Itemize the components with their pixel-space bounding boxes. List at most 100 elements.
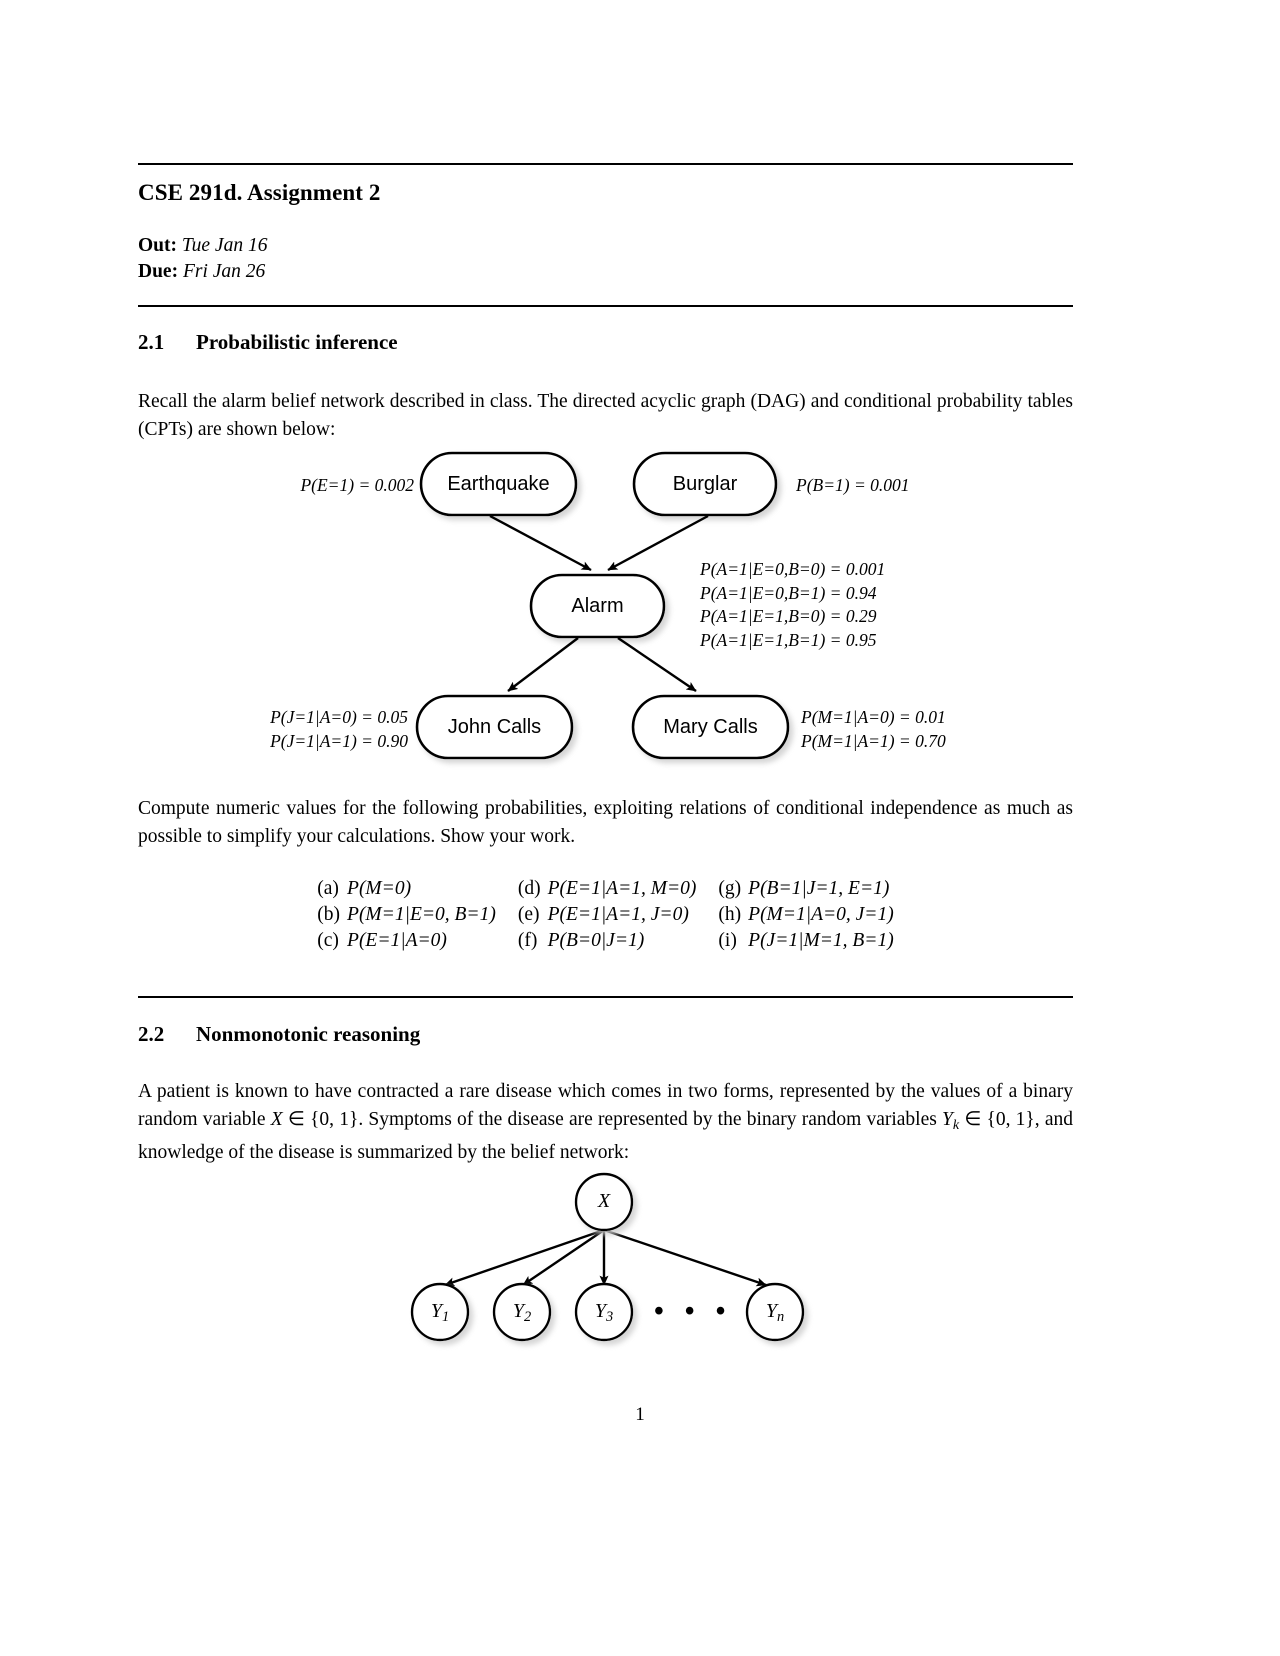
horizontal-rule-second [138,305,1073,307]
problem-tag-g: (g) [718,878,742,899]
table-row: (a) P(M=0) (d) P(E=1|A=1, M=0) (g) P(B=1… [317,876,893,902]
edge-x-yn [603,1228,767,1287]
alarm-belief-network-diagram: Earthquake Burglar Alarm John Calls Mary… [138,448,1073,778]
node-label-alarm: Alarm [571,595,624,617]
column-gap [496,876,518,902]
edge-x-y2 [522,1229,605,1286]
cpt-alarm-line-4: P(A=1|E=1,B=1) = 0.95 [700,629,877,650]
problem-tag-b: (b) [317,904,341,925]
due-label: Due: [138,261,179,282]
cpt-burglar-line-1: P(B=1) = 0.001 [796,475,910,495]
problem-expr-g: P(B=1|J=1, E=1) [748,878,890,899]
column-gap [496,928,518,954]
yn-base: Y [765,1300,777,1322]
problem-tag-c: (c) [317,930,339,951]
ellipsis-dots: • • • [654,1296,733,1327]
problem-expr-f: P(B=0|J=1) [547,930,645,951]
node-y3 [574,1282,634,1342]
compute-instructions-paragraph: Compute numeric values for the following… [138,798,1073,847]
out-date: Tue Jan 16 [181,235,268,256]
node-label-john-calls: John Calls [447,716,542,738]
inline-var-x: X [270,1109,283,1130]
column-gap [696,928,718,954]
horizontal-rule-third [138,996,1073,998]
node-yn [745,1282,805,1342]
node-label-mary-calls: Mary Calls [663,716,758,738]
edge-alarm-mary [617,637,697,692]
section-22-intro-paragraph: A patient is known to have contracted a … [138,1078,1073,1167]
cpt-alarm-line-2: P(A=1|E=0,B=1) = 0.94 [700,582,877,603]
table-row: (b) P(M=1|E=0, B=1) (e) P(E=1|A=1, J=0) … [317,902,893,928]
problem-table: (a) P(M=0) (d) P(E=1|A=1, M=0) (g) P(B=1… [317,876,893,954]
inline-var-yk-subscript: k [952,1116,960,1133]
y2-base: Y [512,1300,524,1322]
cpt-earthquake-line-1: P(E=1) = 0.002 [300,475,414,495]
problem-expr-h: P(M=1|A=0, J=1) [748,904,894,925]
cpt-burglar: P(B=1) = 0.001 [796,474,910,498]
node-label-earthquake: Earthquake [447,473,550,495]
node-y1 [410,1282,470,1342]
horizontal-rule-top [138,163,1073,165]
cpt-john-line-1: P(J=1|A=0) = 0.05 [270,707,408,727]
y1-subscript: 1 [441,1309,450,1326]
due-date: Fri Jan 26 [182,261,266,282]
problem-expr-e: P(E=1|A=1, J=0) [547,904,689,925]
node-y2 [492,1282,552,1342]
problem-tag-i: (i) [718,930,737,951]
column-gap [696,902,718,928]
problem-tag-e: (e) [517,904,540,925]
cpt-mary-line-2: P(M=1|A=1) = 0.70 [801,730,946,751]
node-label-x: X [597,1190,611,1212]
node-label-burglar: Burglar [672,473,738,495]
y3-base: Y [594,1300,606,1322]
inline-var-yk: Y [942,1109,953,1130]
section-title-22: Nonmonotonic reasoning [196,1022,421,1046]
edge-alarm-john [507,637,579,692]
due-date-line: Due: Fri Jan 26 [138,261,265,283]
column-gap [496,902,518,928]
section-title-21: Probabilistic inference [196,330,398,354]
page-title: CSE 291d. Assignment 2 [138,180,381,205]
edge-x-y1 [444,1228,605,1287]
problem-tag-f: (f) [517,930,538,951]
xy-belief-network-diagram: X Y1 Y2 Y3 Yn • • • [138,1160,1073,1360]
y3-subscript: 3 [605,1309,614,1326]
node-earthquake [419,451,578,517]
section-21-intro-paragraph: Recall the alarm belief network describe… [138,391,1073,440]
alarm-network-svg [415,451,790,760]
cpt-alarm-line-3: P(A=1|E=1,B=0) = 0.29 [700,606,877,626]
node-burglar [632,451,778,517]
intro-text-part3: ∈ {0, 1}, and knowledge of the disease i… [138,1109,1073,1163]
intro-text-part2: ∈ {0, 1}. Symptoms of the disease are re… [282,1109,943,1130]
cpt-john-calls: P(J=1|A=0) = 0.05 P(J=1|A=1) = 0.90 [258,706,408,753]
node-label-y1: Y1 [412,1300,468,1326]
problem-tag-a: (a) [317,878,339,899]
problem-list: (a) P(M=0) (d) P(E=1|A=1, M=0) (g) P(B=1… [138,876,1073,954]
section-number-22: 2.2 [138,1022,165,1046]
cpt-mary-line-1: P(M=1|A=0) = 0.01 [801,707,946,727]
node-label-y3: Y3 [576,1300,632,1326]
node-john-calls [415,694,574,760]
node-label-y2: Y2 [494,1300,550,1326]
yn-subscript: n [776,1309,785,1326]
y1-base: Y [430,1300,442,1322]
column-gap [696,876,718,902]
edge-burglar-alarm [607,514,709,572]
problem-expr-a: P(M=0) [347,878,412,899]
node-mary-calls [631,694,790,760]
problem-expr-c: P(E=1|A=0) [347,930,447,951]
node-x [574,1172,634,1232]
cpt-earthquake: P(E=1) = 0.002 [278,474,414,498]
y2-subscript: 2 [523,1309,532,1326]
edge-earthquake-alarm [489,514,592,572]
out-label: Out: [138,235,177,256]
cpt-john-line-2: P(J=1|A=1) = 0.90 [270,730,408,751]
cpt-mary-calls: P(M=1|A=0) = 0.01 P(M=1|A=1) = 0.70 [801,706,946,753]
problem-expr-b: P(M=1|E=0, B=1) [347,904,496,925]
node-label-yn: Yn [747,1300,803,1326]
problem-tag-h: (h) [718,904,742,925]
cpt-alarm: P(A=1|E=0,B=0) = 0.001 P(A=1|E=0,B=1) = … [700,558,885,652]
page-number: 1 [635,1404,645,1425]
